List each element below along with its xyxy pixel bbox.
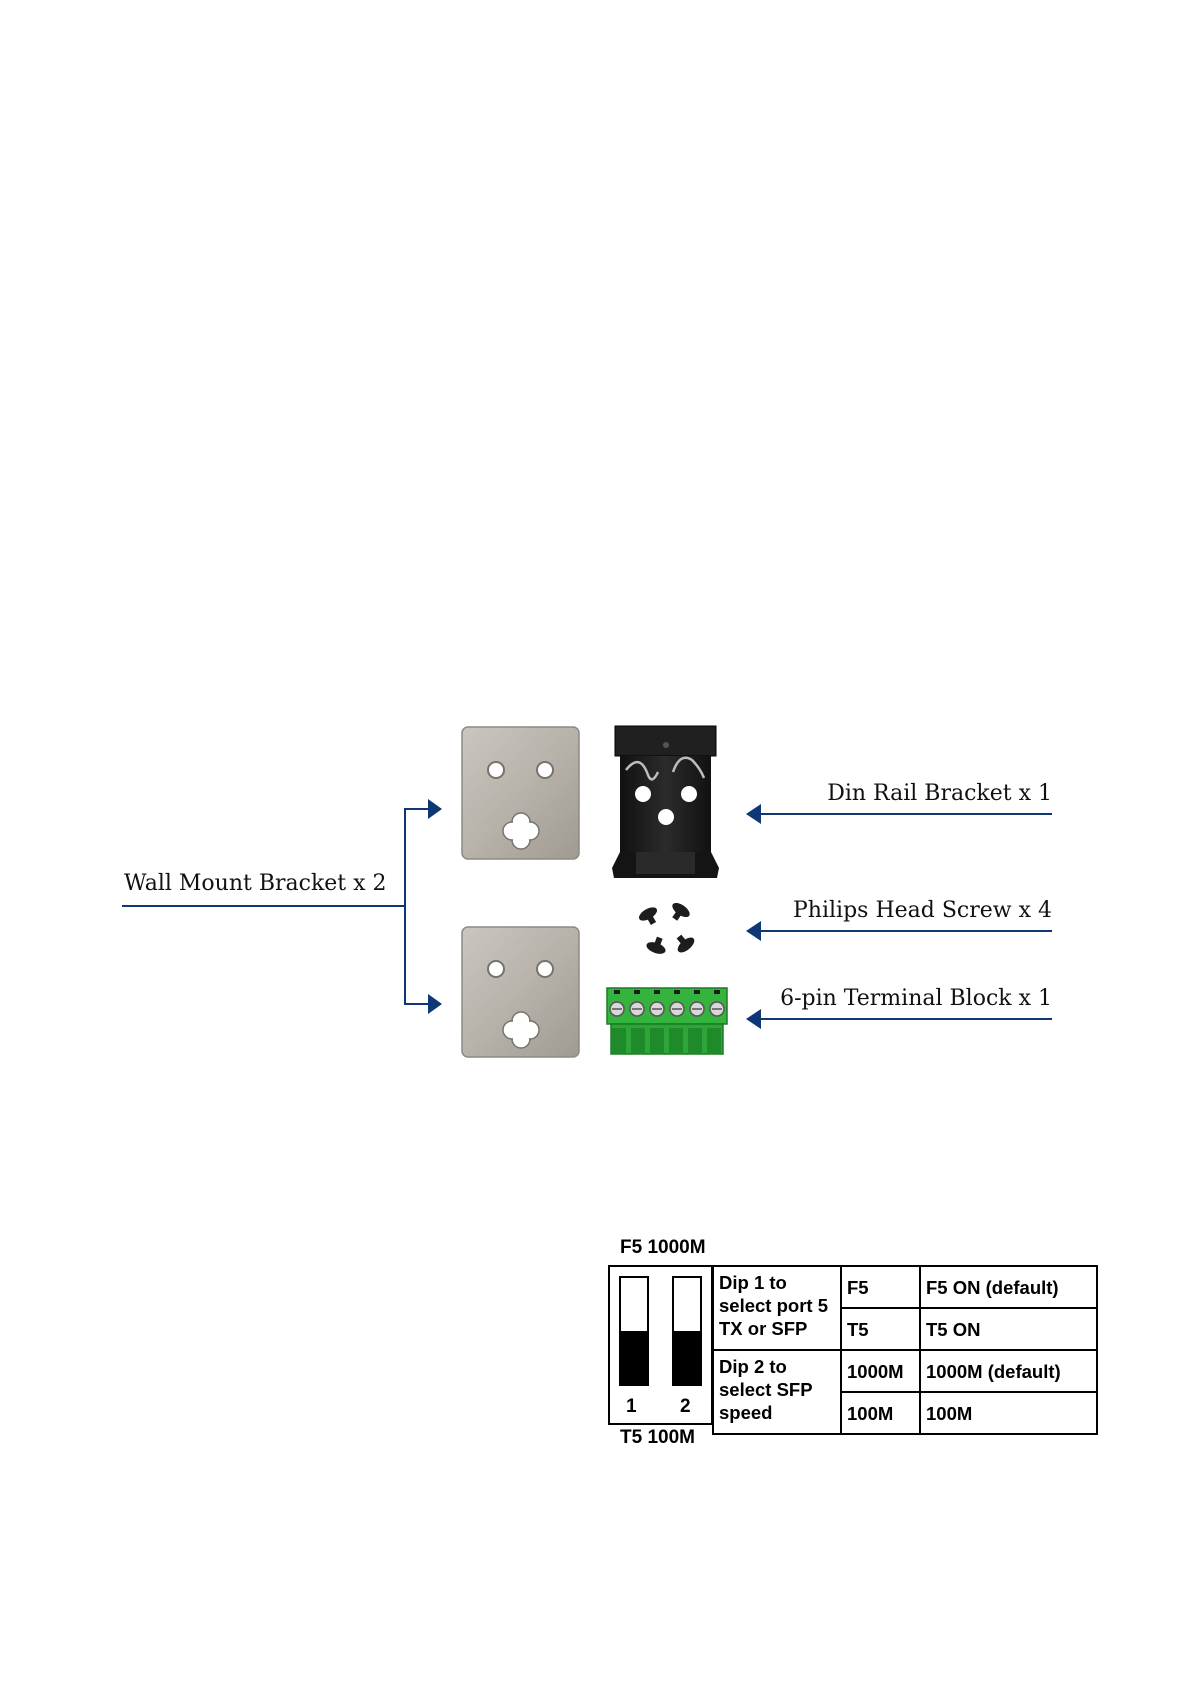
dip-switch-1-lever [621, 1331, 647, 1384]
din-rail-label: Din Rail Bracket x 1 [827, 781, 1052, 807]
wall-mount-label: Wall Mount Bracket x 2 [124, 871, 387, 897]
dip1-result-f5: F5 ON (default) [920, 1266, 1097, 1308]
dip2-result-100m: 100M [920, 1392, 1097, 1434]
philips-head-screws [637, 900, 697, 956]
wall-mount-leader [122, 809, 430, 1004]
dip-settings-table: Dip 1 to select port 5 TX or SFP F5 F5 O… [712, 1265, 1098, 1435]
dip1-value-f5: F5 [841, 1266, 920, 1308]
terminal-block [607, 988, 727, 1054]
dip-bottom-label: T5 100M [620, 1427, 695, 1449]
dip-switch-2-lever [674, 1331, 700, 1384]
dip-switch-1[interactable] [619, 1276, 649, 1386]
dip-top-label: F5 1000M [620, 1237, 706, 1259]
wall-mount-bracket-bottom [462, 927, 579, 1057]
arrow-head-wall-bottom [428, 994, 442, 1014]
dip2-result-1000m: 1000M (default) [920, 1350, 1097, 1392]
arrow-head-screw [746, 921, 761, 941]
dip2-value-100m: 100M [841, 1392, 920, 1434]
arrow-head-terminal [746, 1009, 761, 1029]
screw-label: Philips Head Screw x 4 [793, 898, 1052, 924]
dip1-description: Dip 1 to select port 5 TX or SFP [713, 1266, 841, 1350]
terminal-label: 6-pin Terminal Block x 1 [780, 986, 1052, 1012]
dip-switch-2-number: 2 [680, 1396, 691, 1418]
table-row: Dip 1 to select port 5 TX or SFP F5 F5 O… [713, 1266, 1097, 1308]
dip1-value-t5: T5 [841, 1308, 920, 1350]
wall-mount-bracket-top [462, 727, 579, 859]
arrow-head-wall-top [428, 799, 442, 819]
din-rail-bracket [612, 726, 719, 878]
dip-switch-1-number: 1 [626, 1396, 637, 1418]
arrow-head-din-rail [746, 804, 761, 824]
dip2-description: Dip 2 to select SFP speed [713, 1350, 841, 1434]
table-row: Dip 2 to select SFP speed 1000M 1000M (d… [713, 1350, 1097, 1392]
dip-switch-2[interactable] [672, 1276, 702, 1386]
dip1-result-t5: T5 ON [920, 1308, 1097, 1350]
dip2-value-1000m: 1000M [841, 1350, 920, 1392]
dip-switch-panel: 1 2 [608, 1265, 713, 1425]
